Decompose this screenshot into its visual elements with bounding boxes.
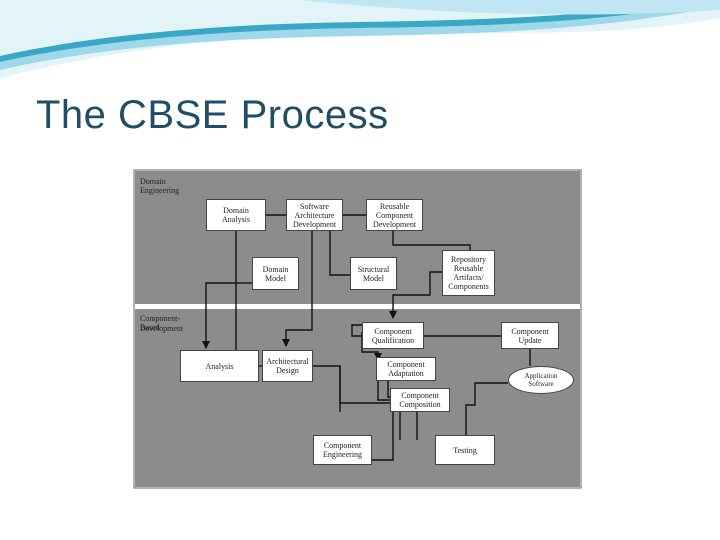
- box-testing: Testing: [435, 435, 495, 465]
- slide-title: The CBSE Process: [36, 93, 389, 137]
- component-based-label-line2: Development: [140, 324, 184, 333]
- connector-lines: [202, 214, 531, 461]
- component-based-label-line1: Component-Based: [140, 314, 180, 332]
- domain-engineering-label: Domain Engineering: [140, 177, 180, 195]
- box-analysis: Analysis: [180, 350, 259, 382]
- header-swoosh-decoration: [0, 0, 720, 78]
